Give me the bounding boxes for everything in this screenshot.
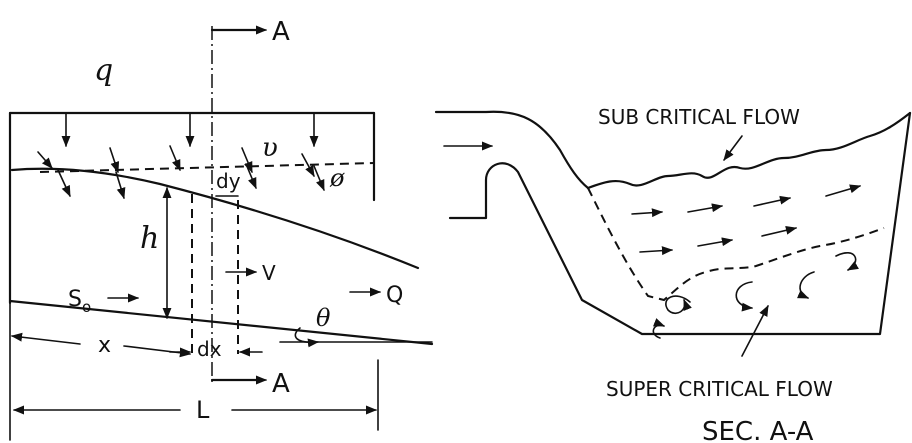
lateral-inflow-label: q bbox=[94, 53, 113, 88]
depth-label: h bbox=[140, 221, 159, 256]
supercritical-pointer bbox=[741, 305, 769, 357]
subcritical-water-surface bbox=[586, 111, 912, 190]
flow-arrow-4 bbox=[825, 184, 862, 197]
bed-slope-label: So bbox=[68, 287, 91, 316]
inflow-arrow-10 bbox=[245, 163, 257, 190]
longitudinal-profile: A A q υ ø dy h V So Q bbox=[8, 17, 434, 441]
hydraulic-jump-boundary bbox=[587, 187, 885, 302]
flow-arrow-1 bbox=[631, 208, 664, 218]
inflow-arrow-4 bbox=[37, 151, 53, 169]
inflow-angle-label: ø bbox=[329, 164, 345, 192]
lateral-velocity-label: υ bbox=[262, 133, 278, 163]
flow-arrow-5 bbox=[639, 246, 674, 256]
flow-arrow-6 bbox=[697, 237, 734, 247]
eddy-3 bbox=[796, 271, 815, 299]
cross-section-A-A: SUB CRITICAL FLOW SUPER CRITICAL FLOW SE… bbox=[434, 105, 912, 443]
inflow-arrow-9 bbox=[241, 147, 253, 174]
eddy-4 bbox=[835, 252, 859, 271]
nappe-upper-surface bbox=[434, 110, 590, 190]
channel-length-label: L bbox=[196, 396, 210, 424]
supercritical-label: SUPER CRITICAL FLOW bbox=[606, 377, 833, 401]
slope-angle-label: θ bbox=[316, 304, 331, 332]
distance-label: x bbox=[98, 333, 111, 358]
channel-bed bbox=[8, 299, 434, 346]
eddy-2 bbox=[735, 281, 754, 312]
subcritical-label: SUB CRITICAL FLOW bbox=[598, 105, 800, 129]
inflow-arrow-12 bbox=[313, 165, 325, 192]
inflow-arrow-8 bbox=[169, 145, 181, 172]
length-increment-label: dx bbox=[197, 337, 222, 361]
section-marker-bottom-label: A bbox=[272, 369, 290, 399]
velocity-label: V bbox=[262, 261, 276, 285]
discharge-label: Q bbox=[386, 283, 403, 308]
slope-angle-arc bbox=[294, 327, 320, 348]
x-dimension-left bbox=[10, 332, 81, 345]
eddy-1 bbox=[665, 295, 692, 315]
spillway-weir-outline bbox=[448, 111, 912, 336]
flow-arrow-2 bbox=[687, 203, 724, 213]
water-surface-profile bbox=[10, 167, 420, 270]
section-marker-top-label: A bbox=[272, 17, 290, 47]
eddy-5 bbox=[652, 318, 666, 339]
section-caption: SEC. A-A bbox=[702, 417, 814, 443]
inflow-arrow-11 bbox=[301, 153, 315, 177]
flow-arrow-7 bbox=[761, 225, 798, 237]
inflow-arrow-6 bbox=[109, 147, 120, 174]
inflow-arrow-7 bbox=[115, 171, 126, 200]
depth-increment-label: dy bbox=[216, 169, 241, 193]
subcritical-pointer bbox=[723, 135, 743, 161]
flow-arrow-3 bbox=[753, 195, 792, 207]
inflow-arrow-5 bbox=[57, 169, 71, 198]
inflow-water-level bbox=[39, 162, 375, 173]
